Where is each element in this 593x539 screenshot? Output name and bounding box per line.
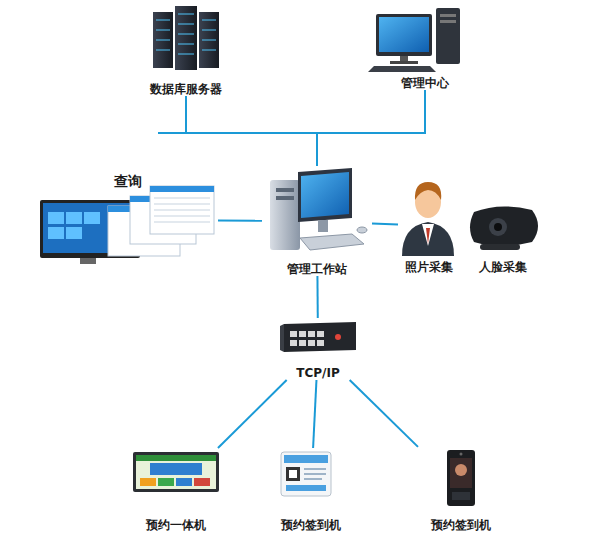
capture-node: 人脸采集 — [465, 200, 541, 274]
network-link — [218, 380, 287, 448]
network-switch-icon — [280, 322, 356, 352]
device-node: 预约签到机 — [268, 448, 354, 532]
node-label: 预约签到机 — [408, 518, 514, 532]
computer-node: 管理中心 — [370, 4, 480, 90]
node-label: 数据库服务器 — [120, 82, 252, 96]
device-node: 预约一体机 — [128, 448, 223, 532]
person-icon — [402, 182, 454, 256]
signin-tablet-icon — [281, 452, 331, 496]
query-screen-icon — [40, 186, 214, 264]
node-label: TCP/IP — [260, 366, 376, 380]
kiosk-terminal-icon — [133, 452, 219, 492]
workstation-icon — [270, 168, 367, 250]
desktop-computer-icon — [368, 8, 460, 72]
node-label: 管理中心 — [360, 76, 490, 90]
node-label: 预约一体机 — [118, 518, 233, 532]
workstation-node: 管理工作站 — [262, 166, 372, 276]
face-terminal-icon — [447, 450, 475, 506]
webcam-icon — [470, 206, 538, 250]
device-node: 预约签到机 — [418, 446, 504, 532]
node-label: 预约签到机 — [258, 518, 364, 532]
network-link — [372, 223, 398, 224]
server-rack-icon — [153, 6, 219, 70]
capture-node: 照片采集 — [398, 178, 460, 274]
server-node: 数据库服务器 — [130, 4, 242, 96]
network-link — [316, 276, 318, 318]
node-label: 查询 — [28, 174, 228, 188]
node-label: 管理工作站 — [252, 262, 382, 276]
bus-stub — [158, 132, 186, 134]
network-link — [317, 90, 425, 166]
node-label: 照片采集 — [388, 260, 470, 274]
network-link — [218, 219, 262, 221]
node-label: 人脸采集 — [455, 260, 551, 274]
query-node: 查询 — [38, 174, 218, 266]
network-link — [186, 96, 317, 166]
network-link — [313, 380, 316, 448]
network-link — [350, 380, 418, 447]
switch-node: TCP/IP — [270, 318, 366, 380]
